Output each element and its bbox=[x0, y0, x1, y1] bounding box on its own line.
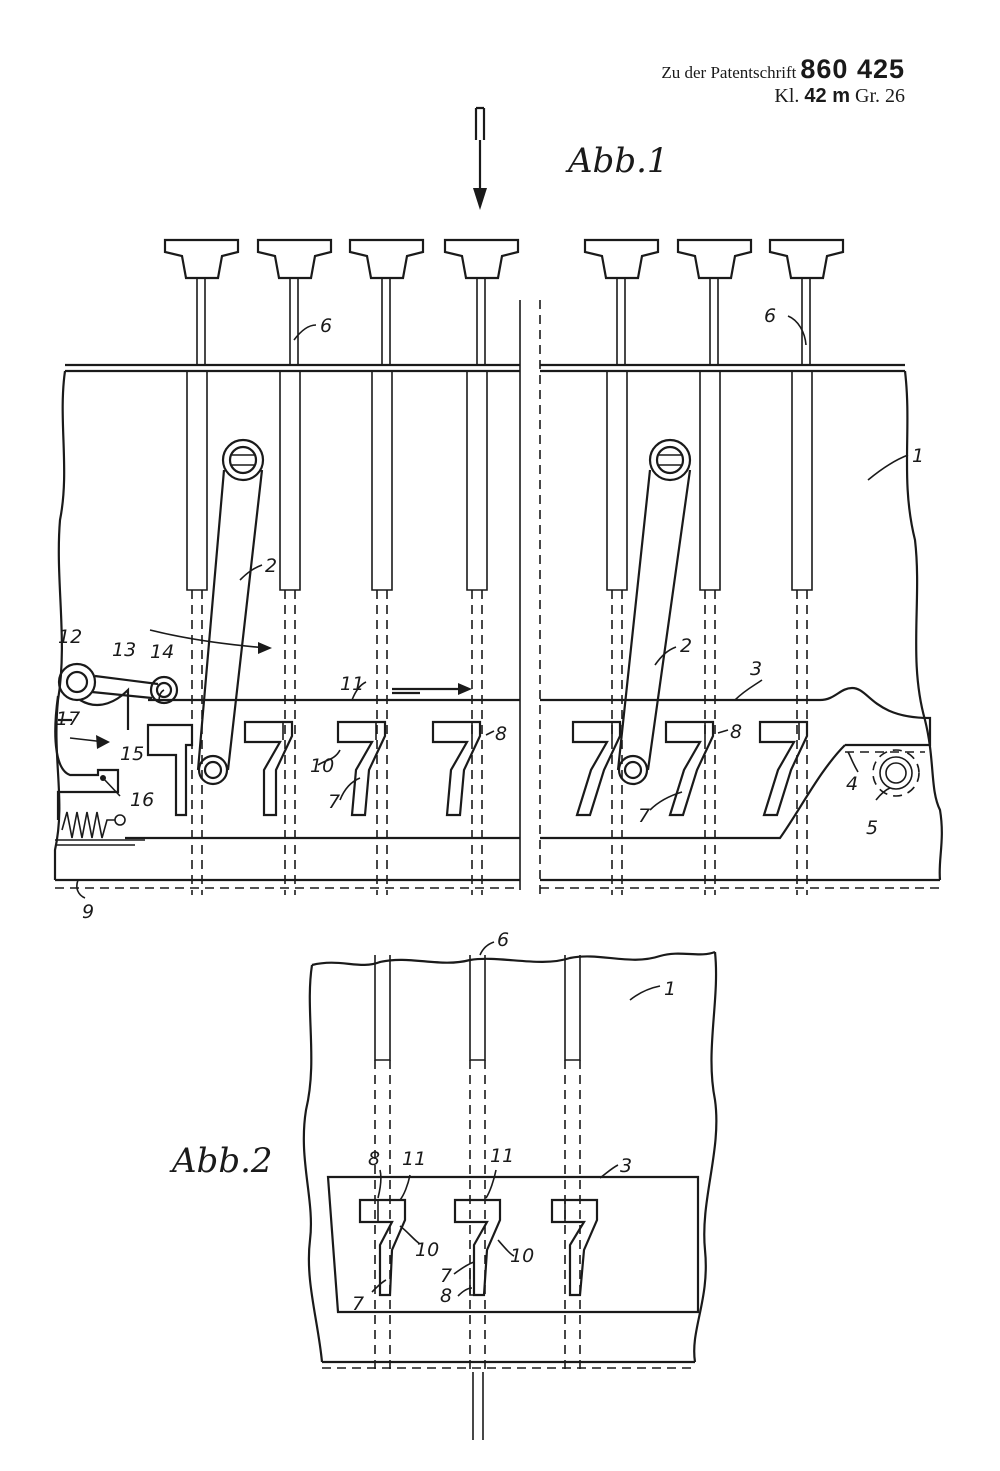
patent-number: 860 425 bbox=[800, 54, 905, 84]
fig2-title: Abb.2 bbox=[169, 1141, 273, 1181]
latch bbox=[453, 1198, 502, 1297]
top-plate bbox=[65, 363, 905, 373]
label-8: 8 bbox=[440, 1285, 452, 1307]
label-2: 2 bbox=[265, 555, 277, 577]
class-value: 42 m bbox=[804, 85, 850, 108]
label-10: 10 bbox=[310, 755, 334, 777]
leaders-fig2 bbox=[371, 941, 661, 1297]
key-button bbox=[768, 238, 845, 280]
label-15: 15 bbox=[120, 743, 144, 765]
key-buttons bbox=[163, 238, 845, 280]
patent-prefix: Zu der Patentschrift bbox=[661, 63, 797, 82]
class-prefix: Kl. bbox=[774, 85, 800, 108]
leaders-fig1 bbox=[76, 315, 909, 899]
lever-2-right bbox=[616, 438, 692, 786]
spring-9 bbox=[55, 811, 145, 846]
force-arrow-icon bbox=[473, 106, 487, 210]
label-7: 7 bbox=[440, 1265, 452, 1287]
latch bbox=[664, 720, 715, 817]
key-stems-upper bbox=[196, 278, 811, 365]
patent-header: Zu der Patentschrift 860 425 Kl. 42 m Gr… bbox=[661, 54, 905, 108]
label-3: 3 bbox=[750, 658, 762, 680]
label-13: 13 bbox=[112, 639, 136, 661]
latch bbox=[243, 720, 294, 817]
labels-fig1: 6 6 1 2 2 3 11 10 7 8 8 7 4 5 12 13 14 1… bbox=[56, 305, 924, 923]
patent-header-line-2: Kl. 42 m Gr. 26 bbox=[661, 85, 905, 108]
label-14: 14 bbox=[150, 641, 174, 663]
key-button bbox=[348, 238, 425, 280]
break-lines bbox=[519, 300, 541, 900]
fig1-title: Abb.1 bbox=[565, 141, 669, 181]
latch bbox=[336, 720, 387, 817]
label-4: 4 bbox=[846, 773, 858, 795]
latch bbox=[431, 720, 482, 817]
label-1: 1 bbox=[664, 978, 676, 1000]
latch bbox=[550, 1198, 599, 1297]
label-2: 2 bbox=[680, 635, 692, 657]
latches-fig2 bbox=[358, 1198, 599, 1297]
frame-2 bbox=[302, 950, 718, 1369]
key-button bbox=[676, 238, 753, 280]
slide-arrow-icon bbox=[392, 683, 472, 695]
pivot-5 bbox=[872, 749, 920, 797]
slide-bar-3-fig2 bbox=[326, 1175, 700, 1314]
latch bbox=[758, 720, 809, 817]
labels-fig2: 6 1 3 8 11 11 10 10 7 7 8 bbox=[352, 929, 676, 1315]
label-3: 3 bbox=[620, 1155, 632, 1177]
label-17: 17 bbox=[56, 708, 80, 730]
frame-1 bbox=[53, 370, 943, 889]
label-11: 11 bbox=[402, 1148, 426, 1170]
label-12: 12 bbox=[58, 626, 82, 648]
patent-header-line-1: Zu der Patentschrift 860 425 bbox=[661, 54, 905, 85]
label-11: 11 bbox=[340, 673, 364, 695]
slide-bar-3 bbox=[125, 686, 932, 840]
label-10: 10 bbox=[510, 1245, 534, 1267]
label-7: 7 bbox=[352, 1293, 364, 1315]
label-16: 16 bbox=[130, 789, 154, 811]
label-6: 6 bbox=[497, 929, 509, 951]
key-button bbox=[256, 238, 333, 280]
locking-mechanism bbox=[54, 662, 179, 820]
label-8: 8 bbox=[730, 721, 742, 743]
key-button bbox=[583, 238, 660, 280]
latch bbox=[146, 723, 194, 817]
label-10: 10 bbox=[415, 1239, 439, 1261]
latches-fig1 bbox=[146, 720, 809, 817]
label-7: 7 bbox=[638, 805, 650, 827]
latch bbox=[358, 1198, 407, 1297]
key-stems-fig2 bbox=[374, 955, 581, 1440]
label-11: 11 bbox=[490, 1145, 514, 1167]
label-9: 9 bbox=[82, 901, 94, 923]
label-6: 6 bbox=[764, 305, 776, 327]
key-button bbox=[163, 238, 240, 280]
label-1: 1 bbox=[912, 445, 924, 467]
motion-arrow-icon bbox=[149, 629, 272, 654]
group-value: Gr. 26 bbox=[855, 85, 905, 108]
label-5: 5 bbox=[866, 817, 878, 839]
latch bbox=[571, 720, 622, 817]
label-8: 8 bbox=[368, 1148, 380, 1170]
label-8: 8 bbox=[495, 723, 507, 745]
label-6: 6 bbox=[320, 315, 332, 337]
key-button bbox=[443, 238, 520, 280]
lever-2-left bbox=[196, 438, 265, 786]
label-7: 7 bbox=[328, 791, 340, 813]
key-stems-lower bbox=[186, 371, 813, 895]
